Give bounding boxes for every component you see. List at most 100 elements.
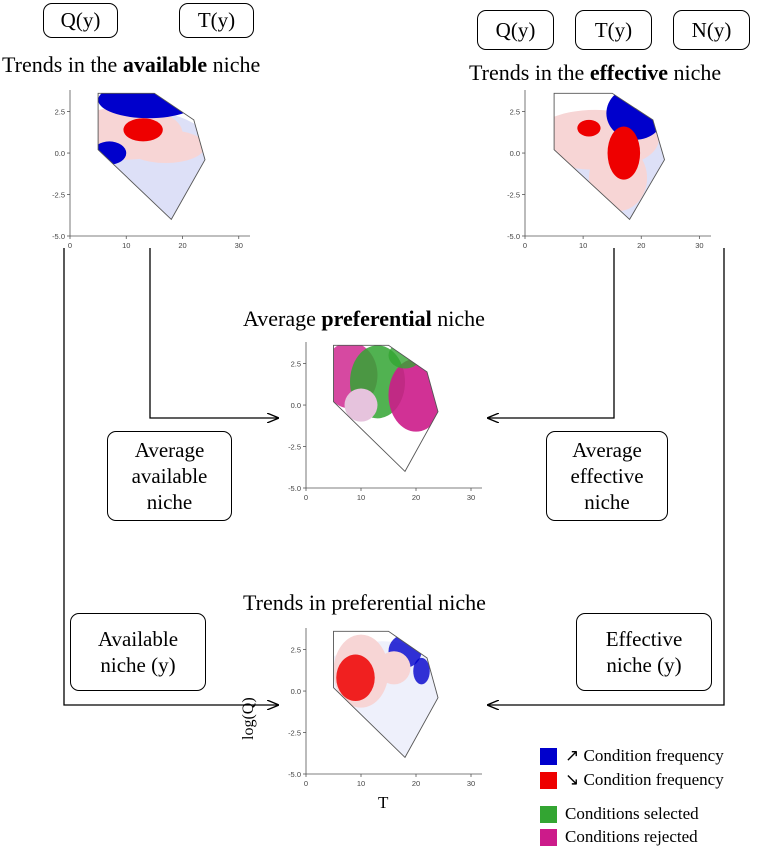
- legend-label: Condition frequency: [583, 770, 724, 789]
- variable-label: T(y): [594, 17, 633, 42]
- x-tick-label: 20: [412, 493, 420, 502]
- variable-n-right: N(y): [673, 10, 750, 50]
- variable-t-right: T(y): [575, 10, 652, 50]
- y-tick-label: -2.5: [507, 191, 520, 200]
- y-tick-label: -5.0: [52, 232, 65, 241]
- title-part: Trends in preferential niche: [243, 590, 486, 615]
- y-tick-label: 2.5: [510, 108, 520, 117]
- box-line: niche: [146, 490, 193, 515]
- y-tick-label: -2.5: [52, 191, 65, 200]
- connectors: [63, 248, 725, 705]
- x-tick-label: 30: [467, 493, 475, 502]
- niche-outline: [333, 630, 439, 759]
- x-tick-label: 10: [357, 493, 365, 502]
- increase-arrow-icon: ↗: [565, 746, 580, 765]
- y-tick-label: 0.0: [55, 149, 65, 158]
- box-available-niche-y: Available niche (y): [70, 613, 206, 691]
- title-bold: preferential: [321, 306, 432, 331]
- title-preferential-niche: Average preferential niche: [243, 306, 485, 332]
- connector-available-to-trends: [63, 248, 278, 705]
- niche-region: [98, 141, 127, 165]
- box-line: Effective: [605, 626, 683, 651]
- x-tick-label: 0: [304, 493, 308, 502]
- x-tick-label: 30: [235, 241, 243, 250]
- box-average-available-niche: Average available niche: [107, 431, 232, 521]
- box-line: Average: [572, 437, 642, 462]
- box-line: niche (y): [606, 653, 682, 677]
- x-tick-label: 30: [467, 779, 475, 788]
- niche-region: [336, 654, 375, 701]
- x-tick-label: 0: [523, 241, 527, 250]
- y-tick-label: 0.0: [291, 401, 301, 410]
- niche-region: [413, 657, 430, 685]
- box-line: Average: [134, 437, 205, 462]
- niche-region: [98, 93, 200, 119]
- niche-region: [577, 119, 601, 137]
- title-part: Trends in the: [469, 60, 590, 85]
- x-tick-label: 10: [579, 241, 587, 250]
- title-part: niche: [207, 52, 261, 77]
- y-tick-label: -2.5: [288, 443, 301, 452]
- variable-label: Q(y): [60, 8, 101, 33]
- title-available-niche: Trends in the available niche: [2, 52, 260, 78]
- variable-t-left: T(y): [179, 3, 254, 38]
- legend-increase: ↗ Condition frequency: [540, 746, 724, 766]
- legend-swatch: [540, 771, 557, 789]
- y-tick-label: 2.5: [291, 646, 301, 655]
- map-preferential-niche: 2.5 0.0 -2.5 -5.00 10 20 30: [288, 342, 482, 502]
- y-tick-label: 2.5: [55, 108, 65, 117]
- y-tick-label: 2.5: [291, 360, 301, 369]
- niche-outline: [553, 92, 665, 221]
- title-part: niche: [431, 306, 485, 331]
- connector-effective-to-trends: [488, 248, 725, 705]
- box-effective-niche-y: Effective niche (y): [576, 613, 712, 691]
- niche-region: [388, 358, 438, 432]
- x-tick-label: 20: [412, 779, 420, 788]
- niche-region: [344, 388, 378, 422]
- legend-label: Conditions selected: [565, 804, 699, 823]
- variable-q-left: Q(y): [43, 3, 118, 38]
- variable-label: N(y): [691, 17, 732, 42]
- niche-region: [123, 118, 163, 142]
- connector-available-to-preferential: [149, 248, 278, 418]
- y-tick-label: -5.0: [288, 770, 301, 779]
- y-tick-label: -5.0: [288, 484, 301, 493]
- legend-rejected: Conditions rejected: [540, 827, 698, 847]
- legend-decrease: ↘ Condition frequency: [540, 770, 724, 790]
- title-bold: effective: [589, 60, 668, 85]
- title-trends-preferential: Trends in preferential niche: [243, 590, 486, 616]
- title-bold: available: [122, 52, 208, 77]
- box-line: effective: [570, 463, 644, 488]
- x-axis-title: T: [378, 793, 389, 812]
- box-line: Available: [97, 626, 179, 651]
- x-tick-label: 30: [695, 241, 703, 250]
- x-tick-label: 0: [68, 241, 72, 250]
- x-tick-label: 20: [637, 241, 645, 250]
- title-part: Trends in the: [2, 52, 123, 77]
- variable-label: T(y): [197, 8, 236, 33]
- niche-region: [377, 651, 411, 685]
- y-axis-title: log(Q): [240, 697, 257, 740]
- niche-outline: [97, 92, 206, 221]
- variable-q-right: Q(y): [477, 10, 554, 50]
- niche-region: [607, 126, 641, 180]
- title-effective-niche: Trends in the effective niche: [469, 60, 721, 86]
- legend-label: Condition frequency: [583, 746, 724, 765]
- legend-swatch: [540, 747, 557, 765]
- title-part: Average: [243, 306, 322, 331]
- y-tick-label: -2.5: [288, 729, 301, 738]
- x-tick-label: 20: [178, 241, 186, 250]
- legend-label: Conditions rejected: [565, 827, 698, 846]
- legend-selected: Conditions selected: [540, 804, 699, 824]
- box-line: available: [131, 463, 208, 488]
- connector-effective-to-preferential: [488, 248, 615, 418]
- box-line: niche: [584, 490, 630, 515]
- title-part: niche: [667, 60, 722, 85]
- variable-label: Q(y): [495, 17, 536, 42]
- decrease-arrow-icon: ↘: [565, 770, 580, 789]
- y-tick-label: 0.0: [291, 687, 301, 696]
